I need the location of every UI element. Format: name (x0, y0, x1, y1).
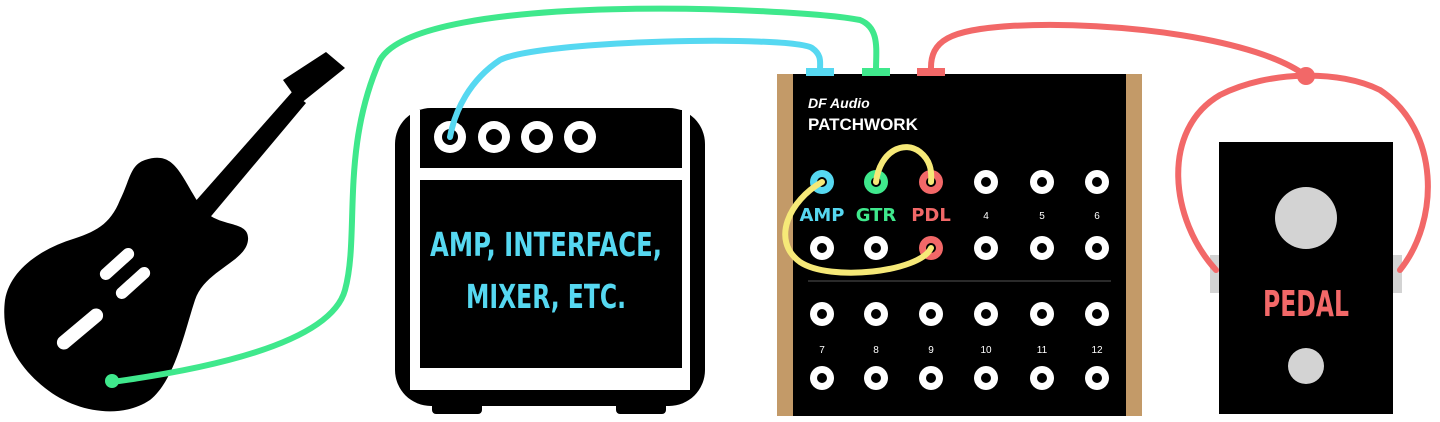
jack-hole (1092, 177, 1102, 187)
splitter-dot (1297, 67, 1315, 85)
electric-guitar-icon (4, 52, 345, 412)
jack-hole (1092, 309, 1102, 319)
amp-label-line1: AMP, INTERFACE, (430, 225, 662, 264)
jack-hole (817, 309, 827, 319)
jack-label-amp: AMP (799, 205, 844, 226)
amplifier-icon: AMP, INTERFACE, MIXER, ETC. (395, 108, 705, 414)
jack-hole (926, 373, 936, 383)
amp-label-line2: MIXER, ETC. (466, 277, 626, 316)
brand-logo: DF Audio (808, 95, 870, 111)
jack-label-8: 8 (873, 345, 879, 356)
jack-labels: AMP GTR PDL 4 5 6 7 8 9 10 11 12 (799, 205, 1103, 356)
jack-hole (871, 309, 881, 319)
jack-hole (1037, 309, 1047, 319)
jack-label-7: 7 (819, 345, 825, 356)
pedal-label: PEDAL (1263, 284, 1349, 325)
jack-label-6: 6 (1094, 211, 1100, 222)
jack-hole (1037, 177, 1047, 187)
yellow-patch-bottom (782, 179, 934, 276)
jack-grid (810, 170, 1109, 390)
jack-hole (817, 243, 827, 253)
jack-hole (926, 309, 936, 319)
right-rack-ear (1126, 74, 1142, 416)
blue-cable (447, 37, 824, 140)
jack-label-pdl: PDL (911, 205, 951, 226)
patchbay: DF Audio PATCHWORK AMP GTR PDL 4 5 6 7 8 9 10 11 12 (777, 68, 1142, 416)
jack-label-9: 9 (928, 345, 934, 356)
jack-label-12: 12 (1091, 345, 1103, 356)
jack-label-gtr: GTR (856, 205, 897, 226)
jack-hole (1037, 243, 1047, 253)
product-title: PATCHWORK (808, 115, 919, 134)
red-cable (927, 21, 1309, 79)
jack-label-10: 10 (980, 345, 992, 356)
jack-hole (1092, 243, 1102, 253)
guitar-plug-dot (105, 374, 119, 388)
jack-label-5: 5 (1039, 211, 1045, 222)
yellow-patch-top (873, 144, 935, 185)
jack-hole (1092, 373, 1102, 383)
jack-hole (981, 243, 991, 253)
jack-label-4: 4 (983, 211, 989, 222)
jack-hole (981, 177, 991, 187)
jack-hole (871, 373, 881, 383)
pedal-knob (1275, 187, 1337, 249)
effects-pedal-icon: PEDAL (1210, 142, 1402, 414)
jack-hole (1037, 373, 1047, 383)
jack-hole (871, 243, 881, 253)
pedal-footswitch (1288, 348, 1324, 384)
green-cable (109, 5, 880, 385)
jack-hole (817, 373, 827, 383)
jack-hole (981, 309, 991, 319)
jack-hole (981, 373, 991, 383)
jack-label-11: 11 (1037, 345, 1048, 356)
